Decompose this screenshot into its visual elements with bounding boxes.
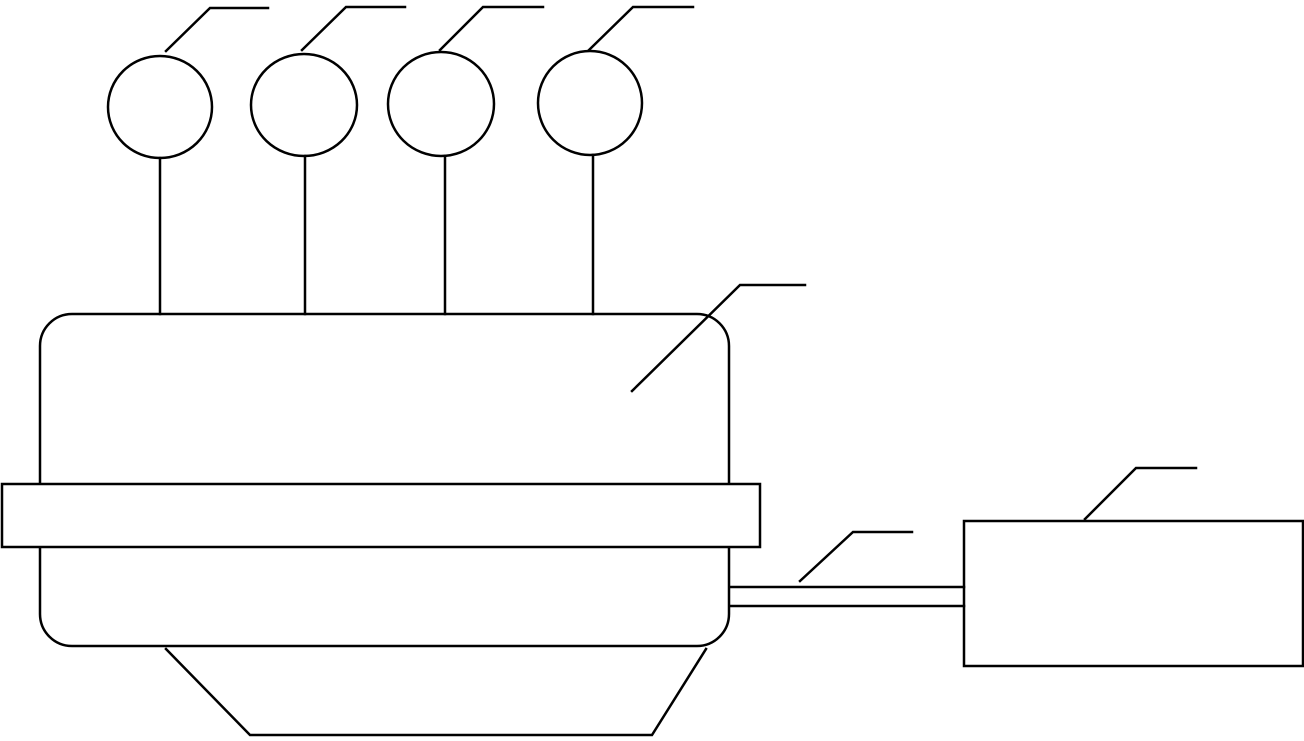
connector-tube <box>729 585 966 608</box>
sensor-circle-4 <box>536 49 644 157</box>
leader-sensor-4 <box>587 5 695 52</box>
leader-lines <box>164 5 1198 583</box>
leader-main-body <box>630 283 807 393</box>
sensor-heads <box>106 49 644 160</box>
leader-sensor-3 <box>438 5 545 52</box>
sensor-circle-3 <box>386 50 496 158</box>
leader-sensor-2 <box>300 5 407 52</box>
sensor-stalks <box>158 153 595 316</box>
control-box <box>962 519 1304 668</box>
main-body <box>38 312 731 648</box>
base-trapezoid <box>164 647 708 737</box>
sensor-circle-2 <box>249 52 359 158</box>
sensor-circle-1 <box>106 54 214 160</box>
leader-connector <box>798 530 914 583</box>
leader-control-box <box>1083 466 1198 521</box>
leader-sensor-1 <box>164 6 270 53</box>
body-band <box>0 482 762 549</box>
